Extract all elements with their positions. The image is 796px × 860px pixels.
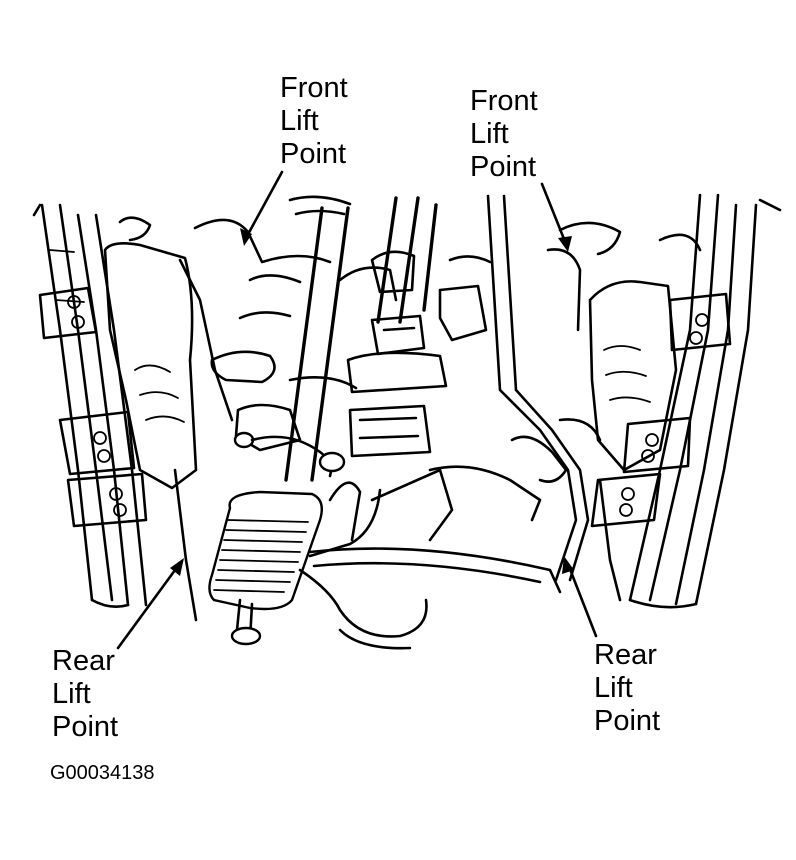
right-fuel-lines <box>428 194 590 582</box>
rear-lift-point-right-arrow <box>562 556 598 638</box>
label-line: Point <box>280 138 347 170</box>
label-line: Lift <box>52 678 91 710</box>
front-lift-point-right-arrow <box>540 182 572 252</box>
sensor-wire <box>233 431 382 558</box>
label-line: Lift <box>470 118 509 150</box>
rear-lift-point-left-label: Rear Lift Point <box>52 645 118 744</box>
transmission-area <box>346 196 492 394</box>
left-floor-panel <box>103 216 234 622</box>
driveshaft <box>284 195 352 482</box>
label-line: Front <box>470 85 538 117</box>
right-frame-rail <box>628 193 758 609</box>
rear-lift-point-right-label: Rear Lift Point <box>594 639 660 738</box>
figure-code: G00034138 <box>50 762 155 784</box>
right-brackets <box>590 292 732 528</box>
label-line: Rear <box>52 645 115 677</box>
label-line: Lift <box>594 672 633 704</box>
label-line: Point <box>470 151 537 183</box>
front-lift-point-left-arrow <box>240 170 284 246</box>
left-brackets <box>38 286 148 528</box>
front-lift-point-right-label: Front Lift Point <box>470 85 538 184</box>
catalytic-converter <box>208 490 323 646</box>
label-line: Lift <box>280 105 319 137</box>
body-edges <box>32 198 782 252</box>
right-floor-panel <box>546 221 678 602</box>
rear-lift-point-left-arrow <box>116 558 184 650</box>
label-line: Point <box>594 705 661 737</box>
label-line: Rear <box>594 639 657 671</box>
label-line: Front <box>280 72 348 104</box>
exhaust-pipe <box>298 547 562 650</box>
center-floor <box>193 218 454 542</box>
front-lift-point-left-label: Front Lift Point <box>280 72 348 171</box>
label-line: Point <box>52 711 119 743</box>
left-frame-rail <box>40 203 148 608</box>
